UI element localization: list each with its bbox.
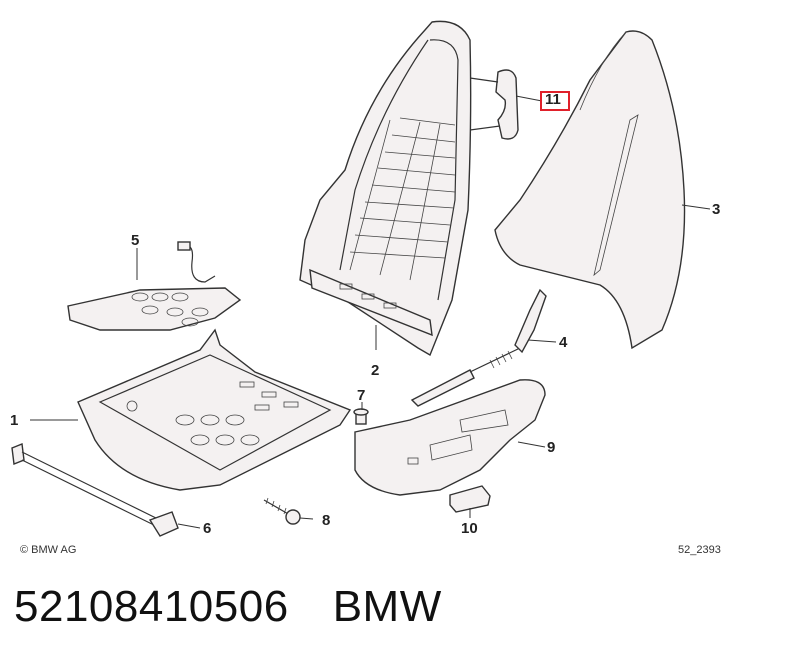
callout-10: 10 <box>461 520 478 537</box>
part-number-line: 52108410506 BMW <box>14 582 442 632</box>
diagram-code: 52_2393 <box>678 544 721 556</box>
callout-11-highlight <box>540 91 570 111</box>
part-5-heating-mat <box>67 241 242 331</box>
brand-name: BMW <box>332 582 442 631</box>
part-6-rail <box>11 443 179 537</box>
part-10-clip <box>449 485 491 513</box>
part-1-seat-pan <box>77 328 352 491</box>
part-3-backrest-cover <box>494 30 686 350</box>
callout-6: 6 <box>203 520 211 537</box>
callout-1: 1 <box>10 412 18 429</box>
part-7-bolt <box>353 408 369 425</box>
callout-2: 2 <box>371 362 379 379</box>
part-11-handle <box>469 69 519 140</box>
callout-4: 4 <box>559 334 568 351</box>
part-8-screw <box>263 497 301 525</box>
callout-9: 9 <box>547 439 555 456</box>
part-9-side-trim <box>354 379 546 496</box>
callout-3: 3 <box>712 201 720 218</box>
copyright-text: © BMW AG <box>20 544 76 556</box>
part-2-backrest-frame <box>299 20 472 357</box>
callout-11: 11 <box>545 91 561 108</box>
callout-labels: 1 2 3 4 5 6 7 8 9 10 11 <box>10 91 720 537</box>
callout-7: 7 <box>357 387 365 404</box>
part-number: 52108410506 <box>14 582 289 631</box>
part-4-adjuster-rod <box>410 288 547 407</box>
callout-8: 8 <box>322 512 330 529</box>
leader-lines <box>30 95 711 529</box>
callout-5: 5 <box>131 232 139 249</box>
